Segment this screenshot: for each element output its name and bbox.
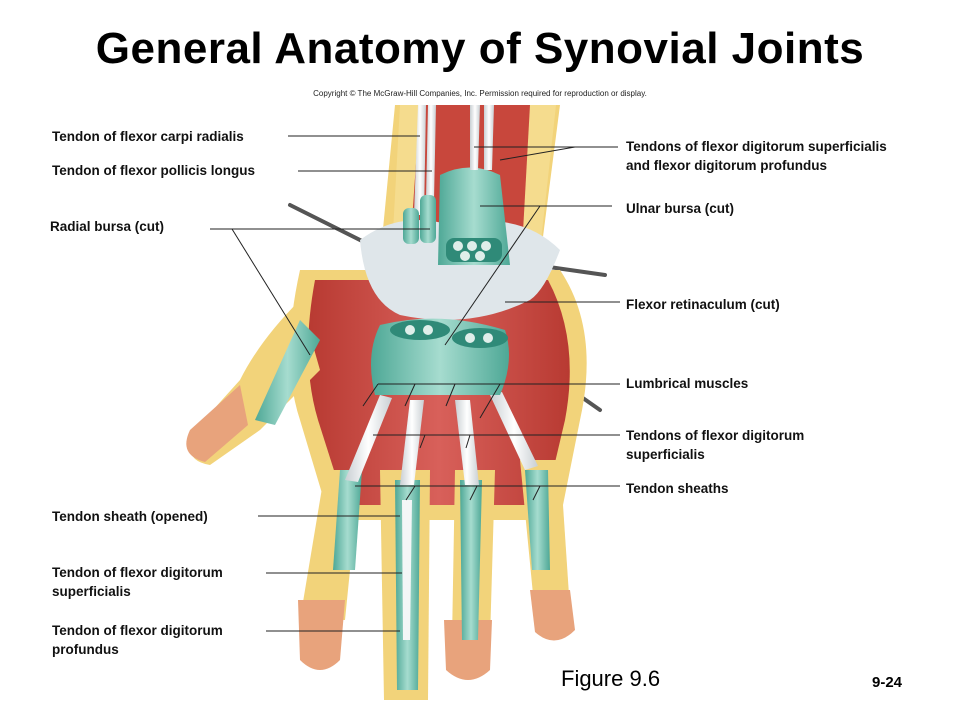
- label-fds-tendons-line1: Tendons of flexor digitorum: [626, 428, 805, 443]
- label-fds-tendons-line2: superficialis: [626, 447, 705, 462]
- label-fdp-single-line2: profundus: [52, 642, 119, 657]
- forearm-tendons: [403, 105, 494, 244]
- copyright-notice: Copyright © The McGraw-Hill Companies, I…: [313, 89, 647, 98]
- label-flexor-pollicis-longus: Tendon of flexor pollicis longus: [52, 163, 256, 178]
- label-fds-fdp-line2: and flexor digitorum profundus: [626, 158, 827, 173]
- flexor-retinaculum: [360, 220, 560, 320]
- label-fds-fdp-tendons: Tendons of flexor digitorum superficiali…: [626, 137, 887, 175]
- label-fds-tendons: Tendons of flexor digitorum superficiali…: [626, 426, 804, 464]
- figure-caption: Figure 9.6: [561, 666, 661, 691]
- page-title: General Anatomy of Synovial Joints: [95, 24, 865, 73]
- label-flexor-retinaculum: Flexor retinaculum (cut): [626, 297, 780, 312]
- label-tendon-sheaths: Tendon sheaths: [626, 481, 729, 496]
- label-fds-single: Tendon of flexor digitorum superficialis: [52, 563, 223, 601]
- thumb: [186, 300, 320, 465]
- label-fds-single-line2: superficialis: [52, 584, 131, 599]
- fingers: [298, 460, 575, 700]
- label-fds-fdp-line1: Tendons of flexor digitorum superficiali…: [626, 139, 887, 154]
- label-radial-bursa: Radial bursa (cut): [50, 219, 165, 234]
- label-lumbrical-muscles: Lumbrical muscles: [626, 376, 749, 391]
- leader-lines: [210, 135, 620, 632]
- label-flexor-carpi-radialis: Tendon of flexor carpi radialis: [52, 129, 244, 144]
- page-number: 9-24: [872, 674, 903, 691]
- palmar-bursa: [371, 318, 509, 395]
- digit-tendons: [345, 392, 538, 485]
- label-fds-single-line1: Tendon of flexor digitorum: [52, 565, 223, 580]
- label-fdp-single: Tendon of flexor digitorum profundus: [52, 621, 223, 659]
- label-tendon-sheath-opened: Tendon sheath (opened): [52, 509, 208, 524]
- ulnar-bursa: [438, 167, 510, 265]
- label-fdp-single-line1: Tendon of flexor digitorum: [52, 623, 223, 638]
- label-ulnar-bursa: Ulnar bursa (cut): [626, 201, 735, 216]
